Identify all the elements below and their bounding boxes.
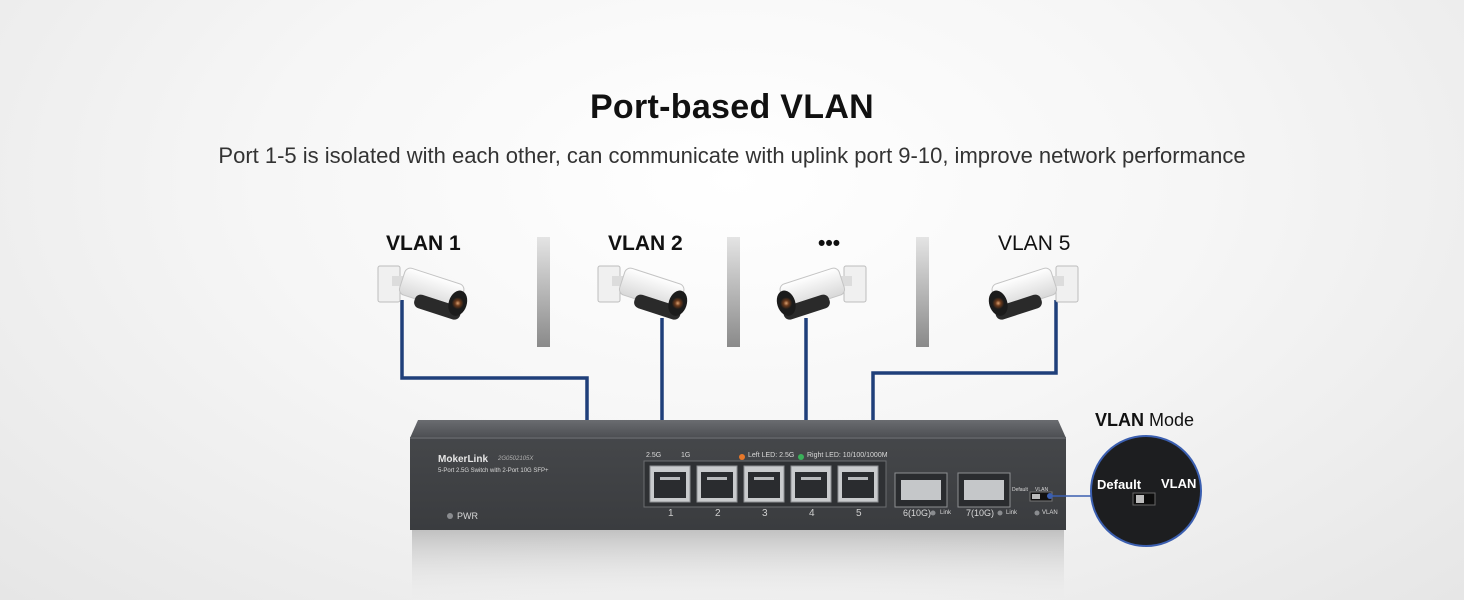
dip-vlan-label: VLAN bbox=[1035, 487, 1049, 493]
sfp-ports bbox=[894, 472, 1011, 508]
switch-brand: MokerLink bbox=[438, 454, 489, 465]
camera-3-icon bbox=[776, 265, 867, 320]
cable-vlan-1 bbox=[400, 300, 589, 425]
page-title: Port-based VLAN bbox=[589, 88, 875, 126]
port-1-number: 1 bbox=[668, 508, 674, 519]
sfp-7-label: 7(10G) bbox=[966, 508, 995, 518]
port-2-number: 2 bbox=[715, 508, 721, 519]
speed-1g-label: 1G bbox=[681, 452, 691, 459]
vlan-1-label: VLAN 1 bbox=[386, 232, 461, 255]
cable-vlan-5 bbox=[871, 300, 1058, 425]
port-3-number: 3 bbox=[762, 508, 768, 519]
vlan-mode-zoom bbox=[1090, 435, 1202, 547]
sfp-6-link-label: Link bbox=[940, 510, 952, 516]
sfp-6-label: 6(10G) bbox=[903, 508, 932, 518]
divider-3 bbox=[916, 237, 929, 347]
switch-reflection bbox=[412, 530, 1064, 600]
vlan-ellipsis-label: ••• bbox=[818, 232, 841, 255]
switch-description: 5-Port 2.5G Switch with 2-Port 10G SFP+ bbox=[438, 468, 549, 474]
pwr-label: PWR bbox=[457, 511, 478, 521]
dip-default-label: Default bbox=[1012, 487, 1028, 493]
port-5-number: 5 bbox=[856, 508, 862, 519]
vlan-5-label: VLAN 5 bbox=[998, 232, 1071, 255]
page-subtitle: Port 1-5 is isolated with each other, ca… bbox=[218, 143, 1246, 168]
camera-2-icon bbox=[597, 265, 688, 320]
switch-model: 2G0502105X bbox=[498, 456, 534, 462]
sfp-7-link-label: Link bbox=[1006, 510, 1018, 516]
left-led-label: Left LED: 2.5G bbox=[748, 452, 795, 459]
port-4-number: 4 bbox=[809, 508, 815, 519]
camera-1-icon bbox=[377, 265, 468, 320]
divider-1 bbox=[537, 237, 550, 347]
vlan-led-label: VLAN bbox=[1042, 510, 1058, 516]
speed-25g-label: 2.5G bbox=[646, 452, 662, 459]
network-switch bbox=[410, 420, 1066, 530]
vlan-mode-vlan-label: VLAN bbox=[1161, 476, 1197, 491]
vlan-2-label: VLAN 2 bbox=[608, 232, 683, 255]
vlan-mode-default-label: Default bbox=[1097, 477, 1142, 492]
right-led-label: Right LED: 10/100/1000M bbox=[807, 452, 888, 459]
camera-5-icon bbox=[988, 265, 1079, 320]
divider-2 bbox=[727, 237, 740, 347]
vlan-mode-title: VLAN Mode bbox=[1095, 410, 1195, 430]
network-cables bbox=[400, 300, 1058, 425]
